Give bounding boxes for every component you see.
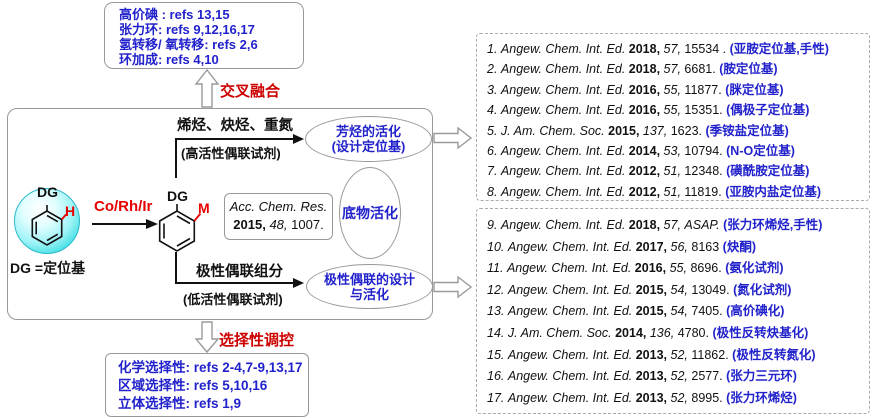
top-branch-sublabel: (高活性偶联试剂) xyxy=(181,146,281,161)
catalyst-label: Co/Rh/Ir xyxy=(94,198,153,215)
substrate-h-label: H xyxy=(65,203,76,219)
top-branch-label: 烯烃、炔烃、重氮 xyxy=(177,118,293,134)
ellipse-top-line1: 芳烃的活化 xyxy=(335,124,401,139)
reference-item: 1. Angew. Chem. Int. Ed. 2018, 57, 15534… xyxy=(487,42,829,56)
fusion-refs-box: 高价碘 : refs 13,15 张力环: refs 9,12,16,17 氢转… xyxy=(104,2,304,69)
box-line: 化学选择性: refs 2-4,7-9,13,17 xyxy=(118,360,303,375)
citation-volume: 48, xyxy=(269,217,288,232)
substrate-sphere xyxy=(14,188,80,254)
reference-item: 17. Angew. Chem. Int. Ed. 2013, 52, 8995… xyxy=(487,390,797,405)
dg-definition: DG =定位基 xyxy=(10,260,86,276)
product-m-label: M xyxy=(198,200,210,216)
reference-item: 11. Angew. Chem. Int. Ed. 2016, 55, 8696… xyxy=(487,261,784,276)
reference-item: 5. J. Am. Chem. Soc. 2015, 137, 1623. (季… xyxy=(487,123,789,138)
block-arrow-right-top-icon xyxy=(433,126,473,150)
product-dg-label: DG xyxy=(167,188,188,204)
reaction-arrow xyxy=(92,219,158,229)
block-arrow-up-icon xyxy=(194,68,220,108)
selectivity-label: 选择性调控 xyxy=(219,332,295,349)
box-line: 高价碘 : refs 13,15 xyxy=(119,7,230,22)
box-line: 张力环: refs 9,12,16,17 xyxy=(119,22,255,37)
bottom-branch-sublabel: (低活性偶联试剂) xyxy=(183,292,283,307)
ellipse-arene-activation: 芳烃的活化 (设计定位基) xyxy=(305,116,432,162)
c-h-bond xyxy=(61,213,67,221)
acc-chem-res-citation: Acc. Chem. Res. 2015, 48, 1007. xyxy=(224,193,333,240)
reference-item: 12. Angew. Chem. Int. Ed. 2015, 54, 1304… xyxy=(487,282,792,297)
selectivity-refs-box: 化学选择性: refs 2-4,7-9,13,17 区域选择性: refs 5,… xyxy=(105,353,309,417)
block-arrow-down-icon xyxy=(194,321,220,354)
reference-item: 2. Angew. Chem. Int. Ed. 2018, 57, 6681.… xyxy=(487,62,778,77)
reference-item: 13. Angew. Chem. Int. Ed. 2015, 54, 7405… xyxy=(487,304,785,319)
benzene-ring-product xyxy=(158,204,196,252)
box-line: 环加成: refs 4,10 xyxy=(119,52,219,67)
reference-item: 14. J. Am. Chem. Soc. 2014, 136, 4780. (… xyxy=(487,325,809,340)
reference-item: 8. Angew. Chem. Int. Ed. 2012, 51, 11819… xyxy=(487,184,822,199)
box-line: 氢转移/ 氧转移: refs 2,6 xyxy=(119,37,258,52)
reference-item: 10. Angew. Chem. Int. Ed. 2017, 56, 8163… xyxy=(487,239,756,254)
bottom-branch-label: 极性偶联组分 xyxy=(196,264,283,280)
box-line: 区域选择性: refs 5,10,16 xyxy=(118,378,268,393)
reference-item: 4. Angew. Chem. Int. Ed. 2016, 55, 15351… xyxy=(487,103,810,118)
citation-year: 2015, xyxy=(233,217,266,232)
c-m-bond xyxy=(193,212,202,222)
reference-list-top: 1. Angew. Chem. Int. Ed. 2018, 57, 15534… xyxy=(476,33,870,201)
ellipse-bottom-line2: 与活化 xyxy=(349,287,389,302)
ellipse-mid-line1: 底物活化 xyxy=(342,205,398,221)
reference-item: 3. Angew. Chem. Int. Ed. 2016, 55, 11877… xyxy=(487,82,784,97)
bottom-branch-arrow xyxy=(175,252,304,288)
reference-item: 6. Angew. Chem. Int. Ed. 2014, 53, 10794… xyxy=(487,144,795,159)
ellipse-bottom-line1: 极性偶联的设计 xyxy=(323,272,415,287)
ellipse-top-line2: (设计定位基) xyxy=(331,139,406,154)
reference-item: 16. Angew. Chem. Int. Ed. 2013, 52, 2577… xyxy=(487,369,797,384)
ellipse-substrate-activation: 底物活化 xyxy=(339,167,401,259)
citation-page: 1007. xyxy=(291,217,324,232)
reference-item: 9. Angew. Chem. Int. Ed. 2018, 57, ASAP.… xyxy=(487,218,823,232)
reference-item: 15. Angew. Chem. Int. Ed. 2013, 52, 1186… xyxy=(487,347,816,362)
substrate-dg-label: DG xyxy=(37,184,58,200)
citation-journal: Acc. Chem. Res. xyxy=(229,199,328,214)
top-branch-arrow xyxy=(175,134,304,178)
reference-item: 7. Angew. Chem. Int. Ed. 2012, 51, 12348… xyxy=(487,164,810,179)
ellipse-polar-coupling: 极性偶联的设计 与活化 xyxy=(306,264,433,309)
block-arrow-right-bottom-icon xyxy=(433,275,473,299)
box-line: 立体选择性: refs 1,9 xyxy=(118,396,242,411)
cross-fusion-label: 交叉融合 xyxy=(220,83,281,100)
reference-list-bottom: 9. Angew. Chem. Int. Ed. 2018, 57, ASAP.… xyxy=(476,208,870,414)
benzene-ring-substrate xyxy=(31,205,63,246)
